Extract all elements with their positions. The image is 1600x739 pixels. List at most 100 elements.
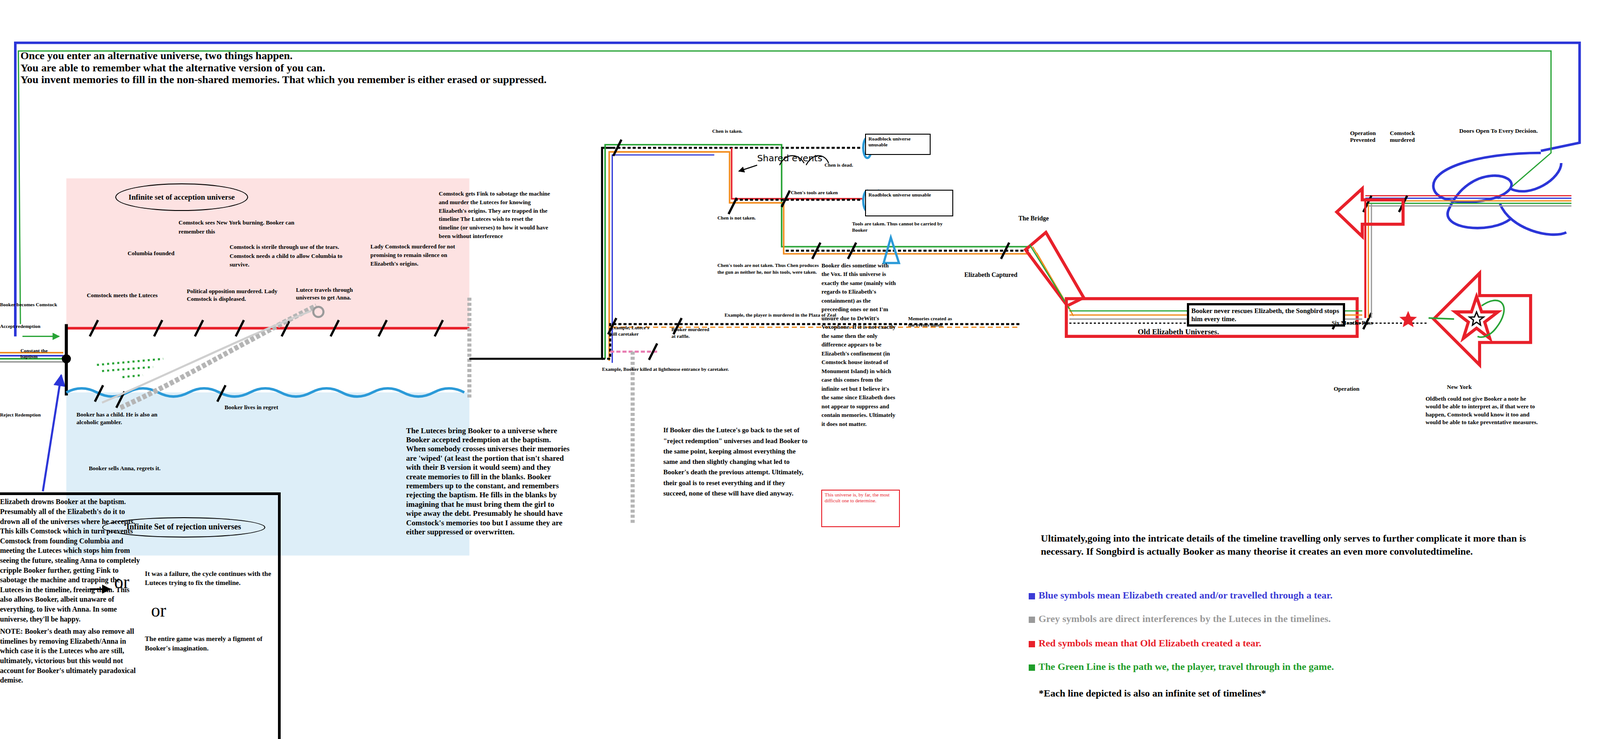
timeline-line	[1365, 202, 1572, 205]
branch-label: Example, Lutece's kill caretaker	[610, 324, 657, 338]
branch-label: Booker murdered at raffle.	[671, 326, 713, 340]
handwritten-or: or	[150, 602, 182, 621]
timeline-label: Reject Redemption	[0, 412, 62, 419]
tear-arrow-symbol	[1336, 188, 1404, 237]
event-tick	[608, 139, 1408, 360]
player-path	[605, 144, 1031, 359]
legend-swatch	[1028, 641, 1036, 648]
timeline-line	[1365, 205, 1572, 207]
legend-row: Blue symbols mean Elizabeth created and/…	[1028, 589, 1333, 602]
legend-swatch	[1028, 593, 1036, 600]
timeline-line	[1365, 195, 1572, 197]
event-label: Doors Open To Every Decision.	[1458, 127, 1597, 135]
tear-path	[15, 42, 1580, 337]
branch-label: Tools are taken. Thus cannot be carried …	[851, 220, 944, 234]
node-note: NOTE: Booker's death may also remove all…	[0, 626, 143, 686]
legend-row: Grey symbols are direct interferences by…	[1028, 613, 1332, 626]
player-path	[18, 51, 1552, 325]
timeline-label: Constant the baptism	[20, 348, 52, 360]
event-label: Booker lives in regret	[224, 404, 317, 412]
node-text: Roadblock universe unusable	[868, 136, 928, 148]
timeline-line	[1367, 203, 1370, 319]
outcome-panel: Elizabeth drowns Booker at the baptism. …	[0, 492, 281, 739]
event-label: Political opposition murdered. Lady Coms…	[186, 287, 284, 304]
baptism-split	[64, 324, 68, 396]
explanation-text: Booker dies sometime with the Vox. If th…	[821, 261, 897, 429]
event-label: Comstock murdered	[1389, 129, 1436, 144]
timeline-line	[609, 151, 1031, 362]
legend-row: The Green Line is the path we, the playe…	[1028, 661, 1334, 673]
timeline-line	[1370, 203, 1373, 319]
node-text: Infinite Set of rejection universes	[126, 522, 242, 533]
legend-note: *Each line depicted is also an infinite …	[1038, 687, 1468, 700]
branch-label: Chen's tools are taken	[790, 189, 873, 196]
note-box: This universe is, by far, the most diffi…	[821, 489, 900, 528]
acception-band	[66, 178, 470, 329]
timeline-line	[785, 249, 1031, 253]
note-text: You invent memories to fill in the non-s…	[20, 73, 551, 86]
legend-swatch	[1028, 616, 1036, 624]
event-label: Lutece travels through universes to get …	[296, 286, 373, 302]
explanation-text: The Luteces bring Booker to a universe w…	[406, 426, 572, 538]
lutece-interference	[102, 310, 312, 403]
handwritten-note: Shared events	[757, 153, 849, 164]
node-text: Roadblock universe unusable	[868, 192, 950, 198]
legend-text: Grey symbols are direct interferences by…	[1038, 613, 1332, 625]
lutece-interference	[313, 306, 324, 318]
event-label: Old Elizabeth Universes.	[1137, 327, 1261, 337]
player-path	[1428, 300, 1505, 338]
handwritten-or: or	[114, 573, 146, 592]
timeline-line	[734, 198, 864, 202]
node-text: Elizabeth drowns Booker at the baptism. …	[0, 497, 143, 625]
event-label: Comstock sees New York burning. Booker c…	[178, 218, 297, 236]
universe-set-oval: Infinite set of acception universe	[115, 183, 248, 212]
node-text: Booker never rescues Elizabeth, the Song…	[1191, 306, 1341, 324]
branch-label: Chen is not taken.	[717, 215, 779, 222]
lutece-interference	[630, 352, 635, 526]
event-label: Booker sells Anna, regrets it.	[88, 465, 191, 473]
legend-text: Blue symbols mean Elizabeth created and/…	[1038, 589, 1333, 602]
event-label: Comstock is sterile through use of the t…	[229, 242, 363, 270]
branch-label: Chen is taken.	[712, 128, 774, 135]
timeline-line	[602, 324, 1021, 360]
bridge-tear	[1025, 232, 1084, 306]
node-text: Infinite set of acception universe	[128, 192, 235, 203]
old-elizabeth-band	[1066, 298, 1357, 337]
branch-label: Example, Booker killed at lighthouse ent…	[602, 366, 745, 373]
event-label: Operation	[1333, 385, 1385, 393]
explanation-text: Oldbeth could not give Booker a note he …	[1425, 395, 1544, 427]
branch-label: Chen's tools are not taken. Thus Chen pr…	[717, 262, 820, 276]
event-label: Operation Prevented	[1350, 129, 1391, 144]
legend-row: Red symbols mean that Old Elizabeth crea…	[1028, 637, 1262, 650]
event-label: Elizabeth Captured	[964, 271, 1056, 280]
timeline-line	[469, 147, 613, 359]
event-label: Six Months Pass	[1331, 319, 1414, 327]
legend-text: The Green Line is the path we, the playe…	[1038, 661, 1334, 673]
roadblock-box: Roadblock universe unusable	[865, 189, 953, 217]
player-arrow	[22, 335, 60, 338]
tear-star	[1469, 312, 1484, 326]
explanation-text: If Booker dies the Lutece's go back to t…	[663, 425, 809, 499]
note-text: Once you enter an alternative universe, …	[20, 48, 674, 63]
tear-line	[1364, 198, 1367, 319]
songbird-box: Booker never rescues Elizabeth, the Song…	[1186, 303, 1346, 327]
player-path	[1029, 244, 1070, 310]
branch-label: Example, the player is murdered in the P…	[724, 312, 899, 319]
outcome-text: It was a failure, the cycle continues wi…	[145, 569, 283, 589]
event-label: Comstock gets Fink to sabotage the machi…	[438, 189, 551, 241]
timeline-label: Booker becomes Comstock	[0, 301, 72, 308]
tear-scribble	[1433, 152, 1567, 235]
roadblock-box: Roadblock universe unusable	[865, 133, 931, 156]
player-path	[96, 358, 164, 378]
legend-text: Red symbols mean that Old Elizabeth crea…	[1038, 637, 1262, 650]
tear-arrow	[42, 375, 62, 492]
timeline-line	[612, 146, 864, 150]
event-label: Booker has a child. He is also an alcoho…	[76, 411, 174, 427]
timeline-line	[0, 361, 64, 363]
tear-star	[1399, 310, 1417, 328]
event-label: New York	[1446, 383, 1498, 391]
legend-swatch	[1028, 664, 1036, 672]
event-label: Columbia founded	[127, 249, 189, 258]
